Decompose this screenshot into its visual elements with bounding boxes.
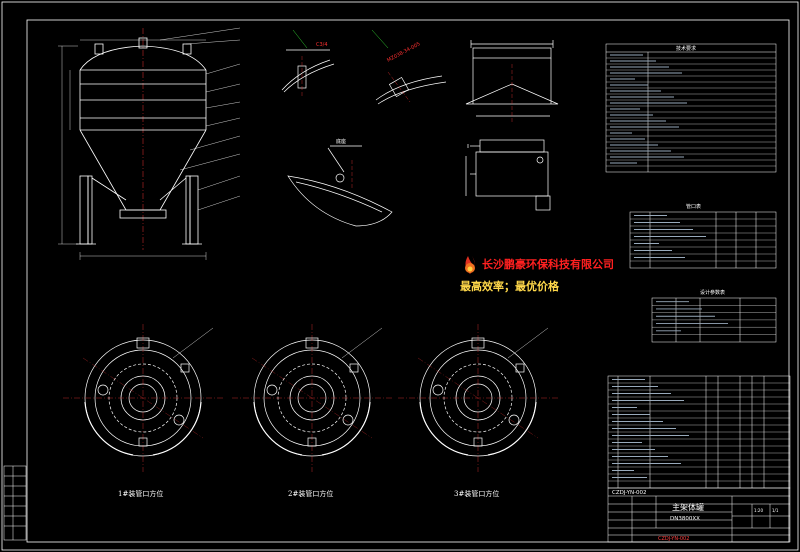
leader-line <box>172 327 214 359</box>
title-block <box>607 487 791 543</box>
title-block-drawing-code: DN3800XX <box>670 516 700 522</box>
technical-requirements-title: 技术要求 <box>676 45 696 52</box>
detail-a-label: C3/4 <box>316 42 328 48</box>
support-arc-left <box>253 401 303 456</box>
diagonal-centerline <box>251 357 373 439</box>
leader-line <box>507 327 549 359</box>
title-block-sheet: 1/1 <box>772 508 779 513</box>
nozzle-upper-right <box>515 363 525 373</box>
detail-b <box>371 29 447 105</box>
vessel-elevation <box>76 28 207 250</box>
detail-c <box>287 145 393 227</box>
nozzle-left <box>432 384 444 396</box>
nozzle-top <box>471 337 485 349</box>
parts-list-rows <box>608 379 790 482</box>
design-data-rows <box>652 301 776 335</box>
nozzle-right <box>173 414 185 426</box>
diagonal-centerline <box>82 357 204 439</box>
support-arc-left <box>84 401 134 456</box>
nozzle-view-1-title: 1#装管口方位 <box>118 489 163 498</box>
support-arc-right <box>321 401 371 456</box>
company-logo <box>465 256 475 274</box>
nozzle-table-rows <box>630 215 776 262</box>
nozzle-view-3-title: 3#装管口方位 <box>454 489 499 498</box>
plan-view-1 <box>63 324 223 472</box>
plan-view-2 <box>232 324 392 472</box>
nozzle-view-2-title: 2#装管口方位 <box>288 489 333 498</box>
vessel-leaders <box>159 27 241 211</box>
nozzle-bottom <box>473 437 483 447</box>
nozzle-upper-right <box>349 363 359 373</box>
nozzle-upper-right <box>180 363 190 373</box>
inner-frame <box>26 19 790 543</box>
vessel-dimensions <box>58 39 207 260</box>
leader-line <box>341 327 383 359</box>
diagonal-centerline <box>417 357 539 439</box>
nozzle-left <box>97 384 109 396</box>
nozzle-table-title: 管口表 <box>686 203 701 210</box>
design-data-title: 设计参数表 <box>700 289 725 296</box>
title-block-part-code: CZDJ-YN-002 <box>612 490 647 496</box>
support-arc-right <box>152 401 202 456</box>
company-slogan: 最高效率；最优价格 <box>460 279 560 293</box>
detail-c-label: 底座 <box>336 138 346 145</box>
nozzle-left <box>266 384 278 396</box>
title-block-drawing-name: 主架体罐 <box>672 502 704 512</box>
nozzle-top <box>305 337 319 349</box>
title-block-scale: 1:20 <box>754 508 763 513</box>
nozzle-right <box>342 414 354 426</box>
support-arc-left <box>419 401 469 456</box>
technical-requirements-table <box>605 43 777 173</box>
plan-view-3 <box>398 324 558 472</box>
detail-a <box>281 29 335 96</box>
plan-views <box>63 324 558 472</box>
title-block-red-stamp: CZDJ-YN-002 <box>658 536 689 542</box>
nozzle-bottom <box>138 437 148 447</box>
nozzle-top <box>136 337 150 349</box>
support-arc-right <box>487 401 537 456</box>
company-name: 长沙鹏豪环保科技有限公司 <box>482 257 614 271</box>
technical-requirements-rows <box>606 54 776 167</box>
nozzle-bottom <box>307 437 317 447</box>
detail-b-label: MZ038-34-005 <box>386 41 421 64</box>
left-revision-table <box>3 465 27 541</box>
nozzle-right <box>508 414 520 426</box>
detail-d <box>465 40 559 124</box>
detail-e <box>465 139 551 211</box>
